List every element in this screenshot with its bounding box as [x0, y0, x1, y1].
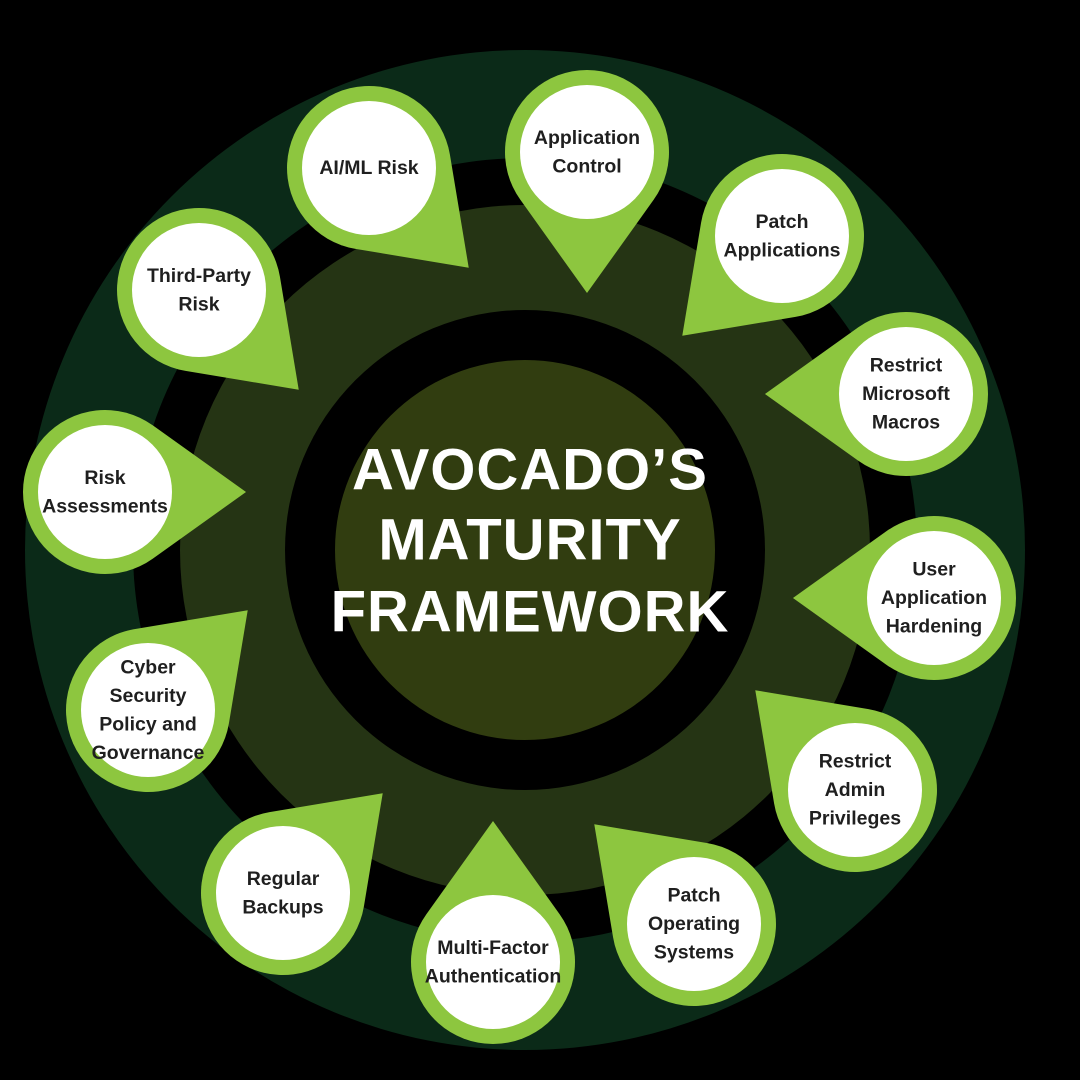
node-label-line: Risk: [84, 467, 125, 489]
node-label-line: Macros: [872, 412, 940, 434]
node-label-line: Patch: [667, 885, 720, 907]
node-label-line: Application: [881, 587, 987, 609]
title-line: MATURITY: [378, 508, 681, 573]
node-circle: [81, 643, 215, 777]
node-label-line: Operating: [648, 913, 740, 935]
node-label-line: Policy and: [99, 713, 197, 735]
node-label-line: Restrict: [870, 355, 943, 377]
node-label-line: Cyber: [120, 656, 176, 678]
node-ai-ml-risk: AI/ML Risk: [287, 86, 469, 268]
node-circle: [627, 857, 761, 991]
nodes-layer: ApplicationControlPatchApplicationsRestr…: [22, 69, 1017, 1045]
node-label-line: Systems: [654, 942, 734, 964]
node-label-line: Admin: [825, 779, 886, 801]
node-circle: [867, 531, 1001, 665]
node-label-line: User: [912, 559, 956, 581]
node-label-line: Microsoft: [862, 383, 950, 405]
title-line: AVOCADO’S: [352, 438, 708, 503]
title-line: FRAMEWORK: [331, 580, 730, 645]
node-circle: [302, 101, 436, 235]
node-circle: [788, 723, 922, 857]
node-label-line: Governance: [92, 742, 205, 764]
node-label-line: Assessments: [42, 495, 168, 517]
node-label-line: Application: [534, 127, 640, 149]
node-circle: [426, 895, 560, 1029]
node-label-line: Regular: [247, 868, 320, 890]
node-label-line: Applications: [723, 239, 840, 261]
node-circle: [216, 826, 350, 960]
node-circle: [520, 85, 654, 219]
node-circle: [38, 425, 172, 559]
inner-circle: [335, 360, 715, 740]
node-label-line: Restrict: [819, 751, 892, 773]
node-label-line: Backups: [242, 896, 323, 918]
node-circle: [715, 169, 849, 303]
node-label-line: Multi-Factor: [437, 937, 549, 959]
node-circle: [839, 327, 973, 461]
node-circle: [132, 223, 266, 357]
node-label-line: Third-Party: [147, 265, 251, 287]
node-label-line: Risk: [178, 293, 219, 315]
node-label-line: Authentication: [425, 965, 562, 987]
node-label-line: Control: [552, 155, 621, 177]
node-label-line: AI/ML Risk: [319, 157, 418, 179]
node-label-line: Security: [110, 685, 187, 707]
node-label-line: Patch: [755, 211, 808, 233]
node-label-line: Hardening: [886, 616, 982, 638]
node-label-line: Privileges: [809, 808, 901, 830]
